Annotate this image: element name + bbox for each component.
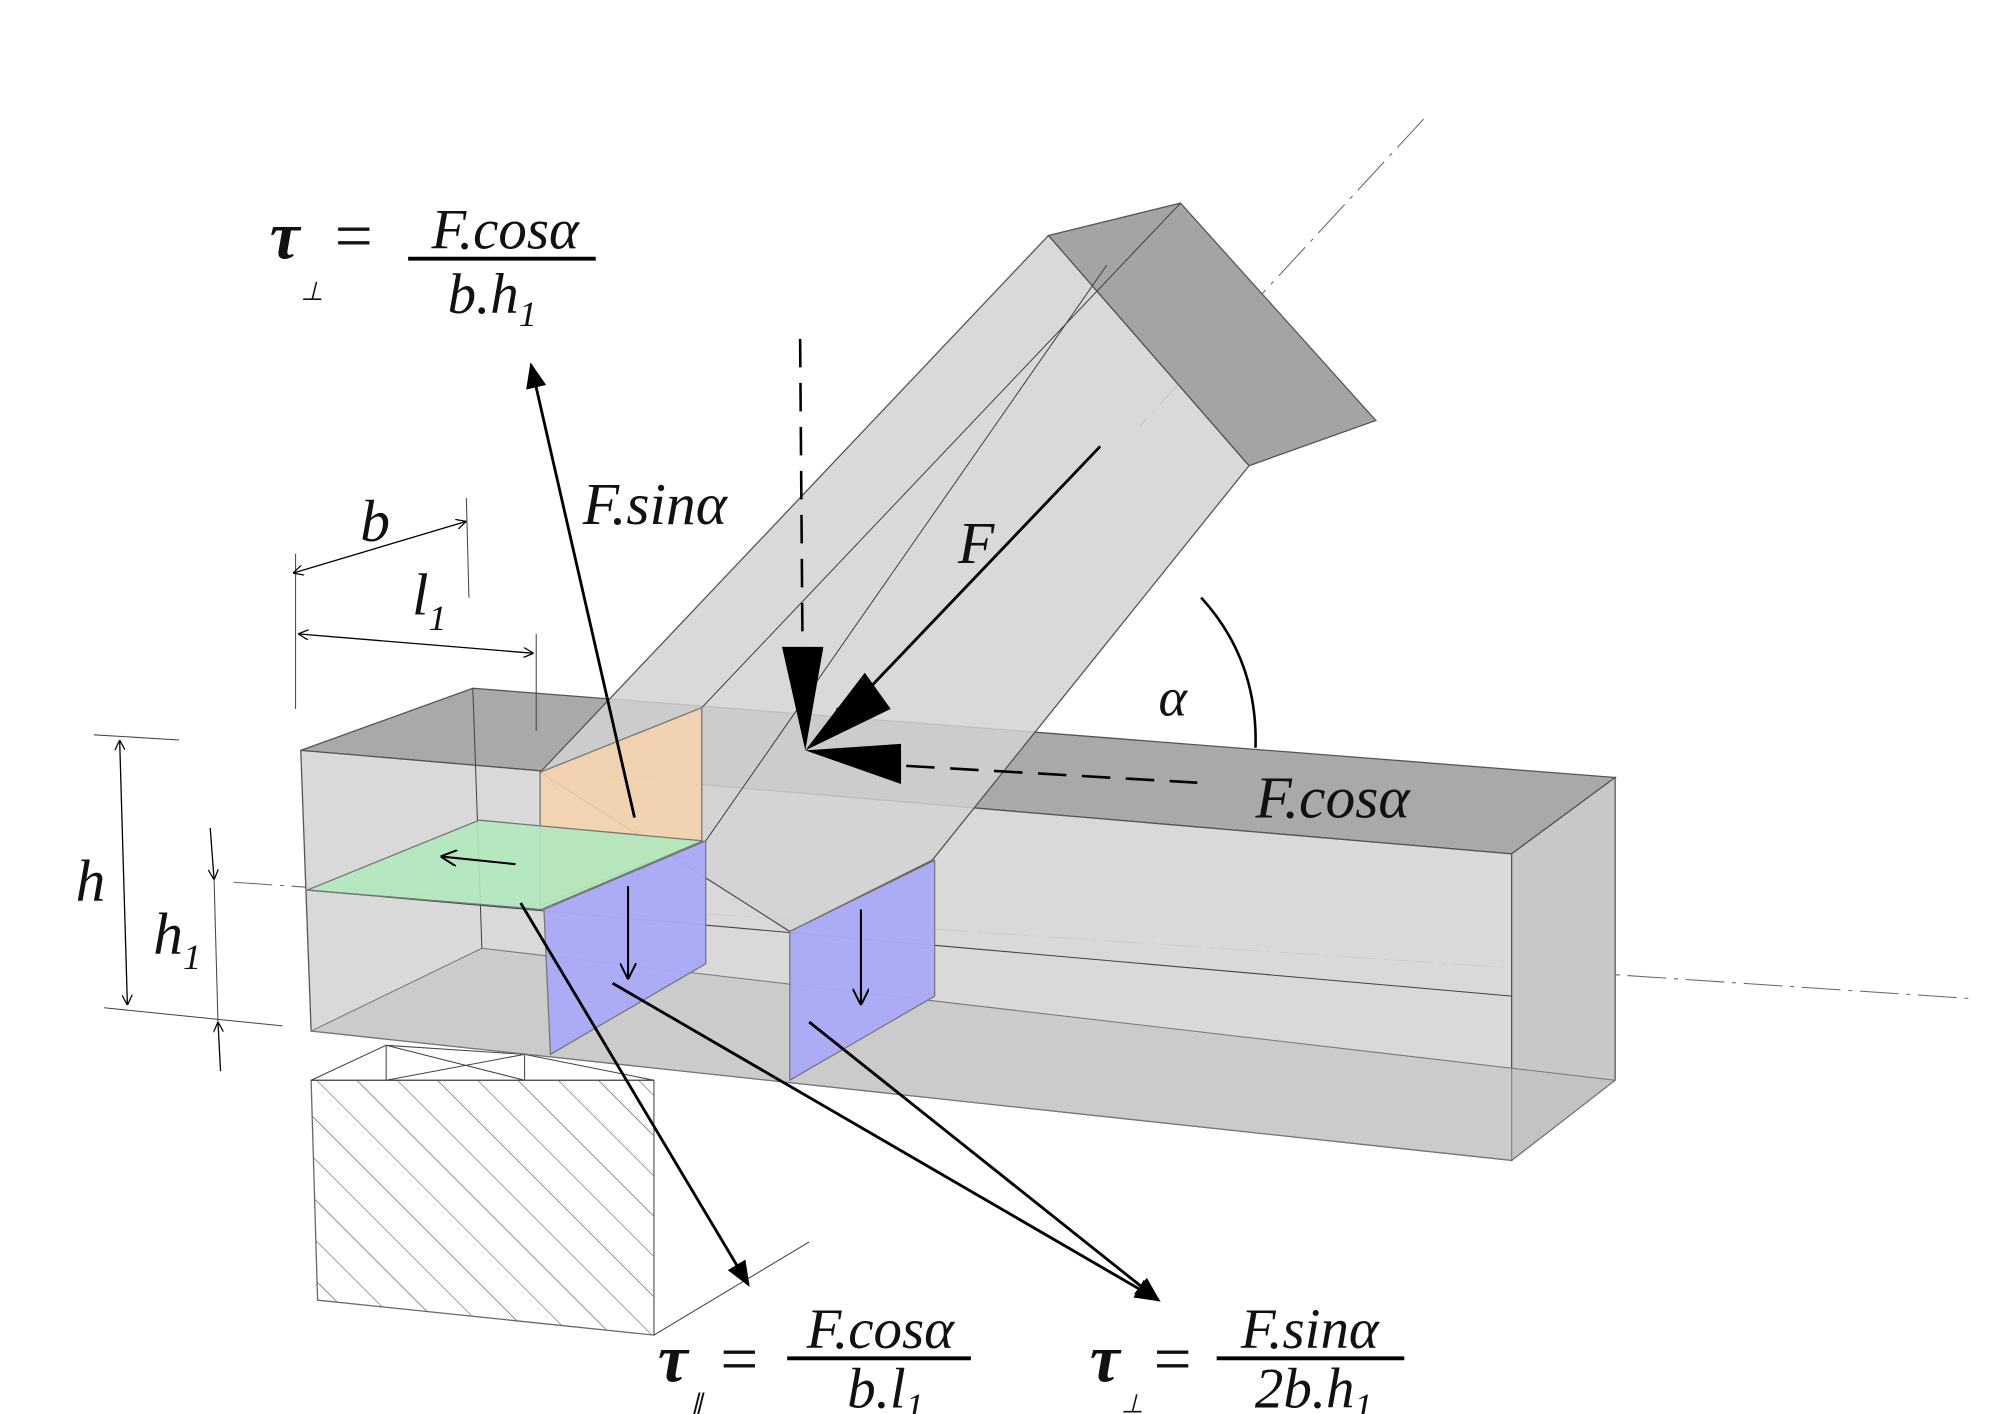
support-block (310, 1044, 810, 1336)
svg-text:2b.h1: 2b.h1 (1255, 1358, 1373, 1414)
svg-text:F.cosα: F.cosα (430, 198, 580, 261)
label-b: b (360, 488, 390, 554)
blue-shear-area-1 (543, 839, 707, 1056)
svg-text:⊥: ⊥ (1121, 1390, 1144, 1414)
svg-text:τ: τ (270, 199, 302, 274)
svg-text:b.h1: b.h1 (448, 263, 537, 334)
tau-parallel-arrow (519, 902, 750, 1287)
svg-text:=: = (716, 1322, 761, 1397)
tau-top-arrow (526, 362, 636, 818)
vertical-component-line (798, 338, 805, 673)
svg-text:τ: τ (658, 1322, 690, 1397)
label-F: F (957, 510, 995, 576)
svg-text:F.sinα: F.sinα (1240, 1298, 1380, 1361)
label-h: h (76, 847, 106, 913)
svg-text:=: = (1149, 1322, 1194, 1397)
force-F-arrow (826, 445, 1102, 733)
label-h1: h1 (153, 900, 201, 977)
formula-bottom-left: τ ∥ = F.cosα b.l1 (658, 1298, 971, 1414)
tau-perp-arrow-2 (808, 1020, 1161, 1302)
tau-perp-arrow-1 (611, 981, 1161, 1302)
green-shear-area (306, 819, 704, 911)
green-arrow (440, 856, 516, 864)
formula-bottom-right: τ ⊥ = F.sinα 2b.h1 (1090, 1298, 1405, 1414)
label-F-sin: F.sinα (582, 471, 729, 537)
svg-text:=: = (331, 199, 376, 274)
member-end-face (1047, 202, 1377, 467)
svg-text:⊥: ⊥ (301, 277, 324, 306)
formula-top: τ ⊥ = F.cosα b.h1 (270, 198, 596, 334)
label-F-cos: F.cosα (1255, 765, 1412, 831)
horizontal-component-line (906, 764, 1198, 784)
svg-text:τ: τ (1090, 1322, 1122, 1397)
dimension-lines (93, 498, 537, 1072)
alpha-arc (1200, 596, 1257, 748)
label-l1: l1 (412, 562, 447, 639)
svg-text:b.l1: b.l1 (847, 1358, 924, 1414)
label-alpha: α (1158, 667, 1188, 727)
svg-text:∥: ∥ (690, 1390, 705, 1414)
force-triangle-big (782, 646, 902, 784)
blue-shear-area-2 (789, 859, 936, 1082)
svg-text:F.cosα: F.cosα (806, 1298, 956, 1361)
inclined-member (539, 202, 1377, 933)
